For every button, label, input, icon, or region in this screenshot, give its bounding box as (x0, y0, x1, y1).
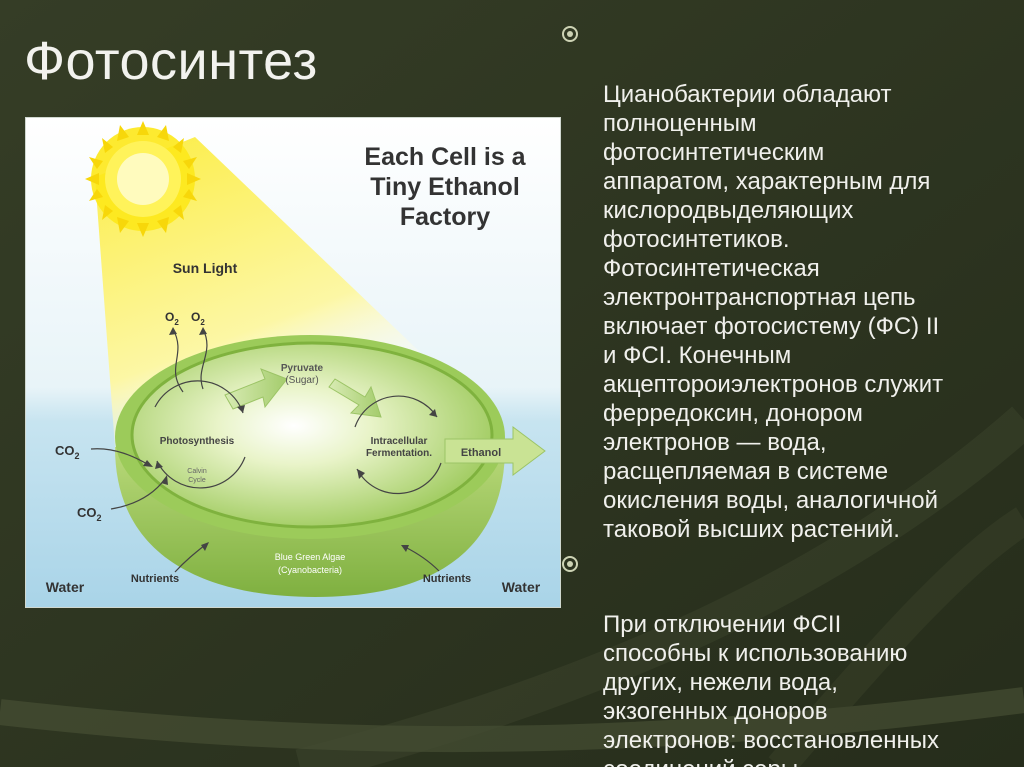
water-right-label: Water (502, 579, 541, 595)
nutrients-right-label: Nutrients (423, 573, 471, 585)
o2-left-label: O2 (165, 310, 179, 327)
ethanol-label: Ethanol (461, 447, 501, 459)
o2-right-label: O2 (191, 310, 205, 327)
bullet-circle-icon (562, 556, 578, 572)
co2-bottom-arrow (110, 478, 166, 510)
sun-light-label: Sun Light (173, 260, 238, 276)
water-left-label: Water (46, 579, 85, 595)
diagram-title-line-1: Each Cell is a (364, 143, 526, 171)
bullet-item: Цианобактерии обладают полноценным фотос… (562, 22, 1024, 544)
ethanol-arrow (444, 426, 546, 476)
fermentation-cycle (354, 395, 442, 495)
co2-top-label: CO2 (55, 443, 80, 461)
pyruvate-label: Pyruvate (281, 363, 324, 374)
bullet-circle-icon (562, 26, 578, 42)
nutrients-right-arrow (404, 546, 440, 572)
sun-icon (85, 121, 201, 237)
cyanobacteria-diagram: Each Cell is a Tiny Ethanol Factory Sun … (25, 117, 561, 608)
nutrients-left-label: Nutrients (131, 573, 179, 585)
co2-bottom-label: CO2 (77, 505, 102, 523)
algae-cell (115, 335, 505, 597)
calvin-label: Calvin (187, 468, 207, 475)
sugar-label: (Sugar) (285, 375, 318, 386)
bullet-text: Цианобактерии обладают полноценным фотос… (603, 81, 944, 543)
o2-left-arrow (172, 328, 184, 393)
bullet-text: При отключении ФСII способны к использов… (603, 611, 940, 767)
intracellular-label: Intracellular (371, 436, 428, 447)
slide-title: Фотосинтез (24, 31, 318, 91)
diagram-title-line-3: Factory (400, 203, 490, 231)
fermentation-label: Fermentation. (366, 448, 432, 459)
bullet-list: Цианобактерии обладают полноценным фотос… (562, 22, 1024, 767)
cyanobacteria-label: (Cyanobacteria) (278, 565, 342, 575)
algae-label: Blue Green Algae (275, 552, 346, 562)
bullet-item: При отключении ФСII способны к использов… (562, 552, 1024, 767)
cycle-label: Cycle (188, 477, 206, 484)
diagram-title-line-2: Tiny Ethanol (370, 173, 520, 201)
o2-right-arrow (200, 328, 208, 390)
photosynthesis-label: Photosynthesis (160, 436, 235, 447)
